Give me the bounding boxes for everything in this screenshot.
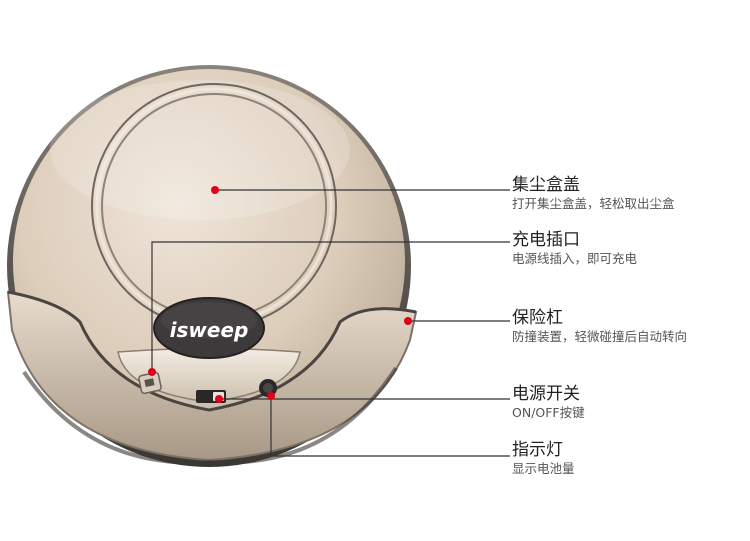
callout-desc: ON/OFF按键 bbox=[512, 405, 585, 420]
marker-charging-port bbox=[148, 368, 156, 376]
callout-desc: 显示电池量 bbox=[512, 461, 575, 476]
callout-desc: 打开集尘盒盖，轻松取出尘盒 bbox=[512, 196, 675, 211]
charging-port-icon bbox=[138, 371, 162, 395]
callout-power-switch: 电源开关 ON/OFF按键 bbox=[512, 384, 585, 421]
callout-title: 保险杠 bbox=[512, 308, 563, 328]
callout-line-charging-port bbox=[151, 241, 510, 372]
callout-desc: 防撞装置，轻微碰撞后自动转向 bbox=[512, 329, 688, 344]
callout-dust-box-lid: 集尘盒盖 打开集尘盒盖，轻松取出尘盒 bbox=[512, 175, 675, 212]
callout-title: 电源开关 bbox=[512, 384, 580, 404]
callout-line-indicator bbox=[270, 396, 510, 457]
marker-indicator bbox=[267, 392, 275, 400]
callout-bumper: 保险杠 防撞装置，轻微碰撞后自动转向 bbox=[512, 308, 687, 345]
callout-title: 指示灯 bbox=[512, 440, 563, 460]
callout-lines bbox=[151, 189, 510, 457]
robot-top-shell bbox=[13, 69, 405, 455]
callout-indicator-light: 指示灯 显示电池量 bbox=[512, 440, 575, 477]
callout-markers bbox=[148, 186, 412, 403]
logo-text: isweep bbox=[170, 318, 249, 342]
callout-desc: 电源线插入，即可充电 bbox=[512, 251, 638, 266]
marker-dust-lid bbox=[211, 186, 219, 194]
callout-charging-port: 充电插口 电源线插入，即可充电 bbox=[512, 230, 637, 267]
callout-title: 充电插口 bbox=[512, 230, 580, 250]
marker-power-switch bbox=[215, 395, 223, 403]
callout-title: 集尘盒盖 bbox=[512, 175, 580, 195]
marker-bumper bbox=[404, 317, 412, 325]
